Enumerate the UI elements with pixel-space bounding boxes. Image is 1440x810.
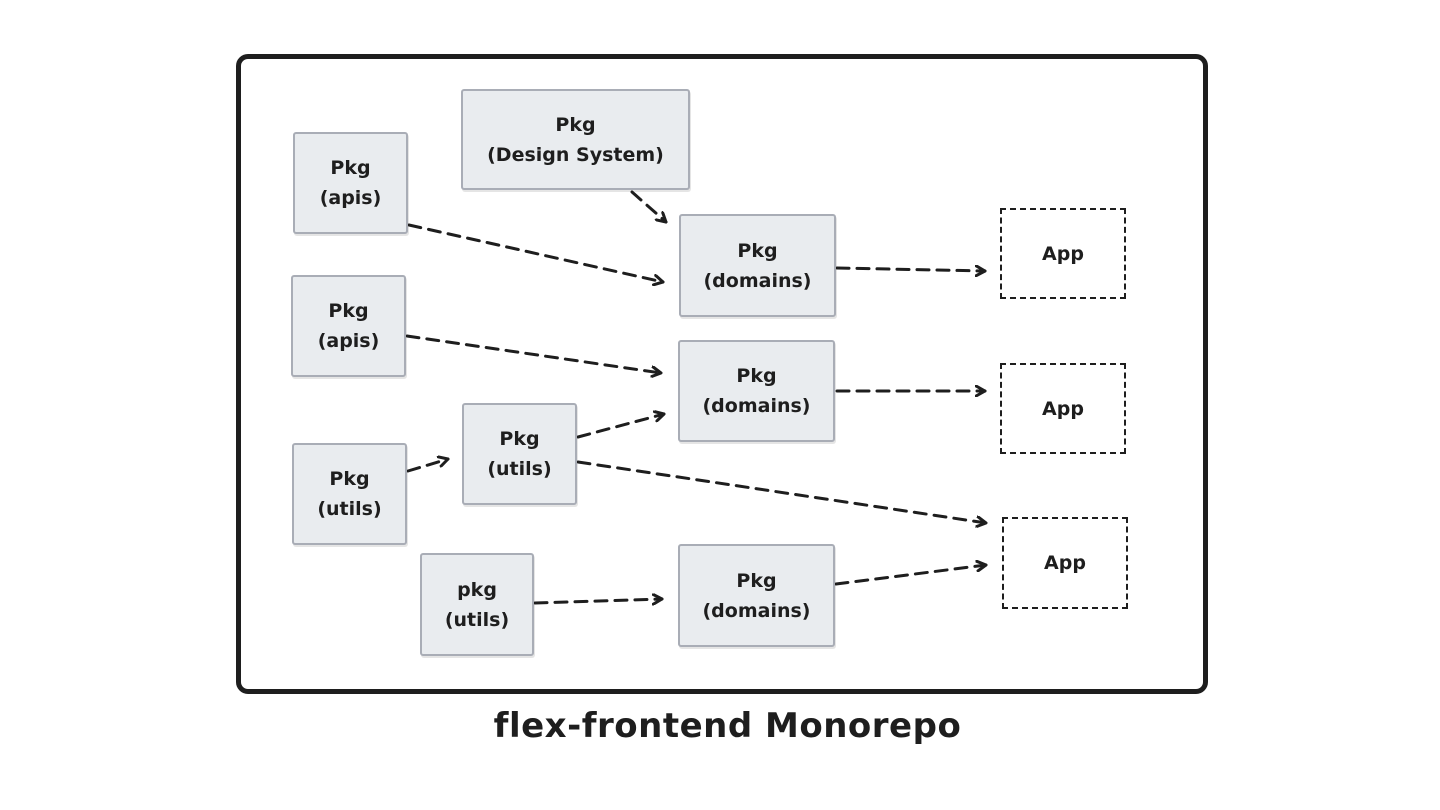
node-title: Pkg	[328, 300, 369, 322]
node-subtitle: (domains)	[702, 599, 811, 622]
edge-apis-2-to-domains-2	[405, 334, 663, 373]
node-title: Pkg	[499, 428, 540, 450]
node-subtitle: (Design System)	[487, 143, 664, 166]
edge-domains-1-to-app-1	[835, 268, 987, 271]
pkg-utils-mid-node: Pkg (utils)	[462, 403, 577, 505]
node-subtitle: (domains)	[703, 269, 812, 292]
app-node-2: App	[1000, 363, 1126, 454]
node-title: pkg	[457, 578, 497, 601]
edge-design-system-to-domains-1	[630, 190, 668, 224]
edge-utils-mid-to-domains-2	[576, 414, 666, 439]
node-subtitle: (apis)	[317, 330, 380, 352]
pkg-apis-node-2: Pkg (apis)	[291, 275, 406, 377]
node-subtitle: (apis)	[319, 187, 382, 209]
pkg-utils-bottom-node: pkg (utils)	[420, 553, 534, 656]
diagram-caption: flex-frontend Monorepo	[493, 706, 962, 746]
node-title: Pkg	[736, 365, 777, 387]
edge-apis-1-to-domains-1	[407, 223, 665, 282]
node-title: Pkg	[555, 113, 596, 136]
node-subtitle: (utils)	[444, 608, 510, 631]
node-title: Pkg	[329, 468, 370, 490]
pkg-apis-node-1: Pkg (apis)	[293, 132, 408, 234]
edge-utils-bottom-to-domains-3	[533, 599, 664, 603]
node-subtitle: (domains)	[702, 395, 811, 417]
node-title: Pkg	[736, 569, 777, 592]
node-title: Pkg	[737, 239, 778, 262]
node-title: Pkg	[330, 157, 371, 179]
app-label: App	[1044, 552, 1086, 574]
pkg-domains-node-3: Pkg (domains)	[678, 544, 835, 647]
pkg-design-system-node: Pkg (Design System)	[461, 89, 690, 190]
edge-domains-3-to-app-3	[834, 565, 988, 586]
pkg-utils-left-node: Pkg (utils)	[292, 443, 407, 545]
app-node-3: App	[1002, 517, 1128, 609]
app-node-1: App	[1000, 208, 1126, 299]
pkg-domains-node-2: Pkg (domains)	[678, 340, 835, 442]
node-subtitle: (utils)	[487, 458, 552, 480]
node-subtitle: (utils)	[317, 498, 382, 520]
edge-utils-mid-to-app-3	[576, 460, 988, 523]
monorepo-frame	[236, 54, 1208, 694]
pkg-domains-node-1: Pkg (domains)	[679, 214, 836, 317]
app-label: App	[1042, 397, 1084, 420]
app-label: App	[1042, 242, 1084, 265]
edge-utils-left-to-utils-mid	[406, 459, 450, 473]
